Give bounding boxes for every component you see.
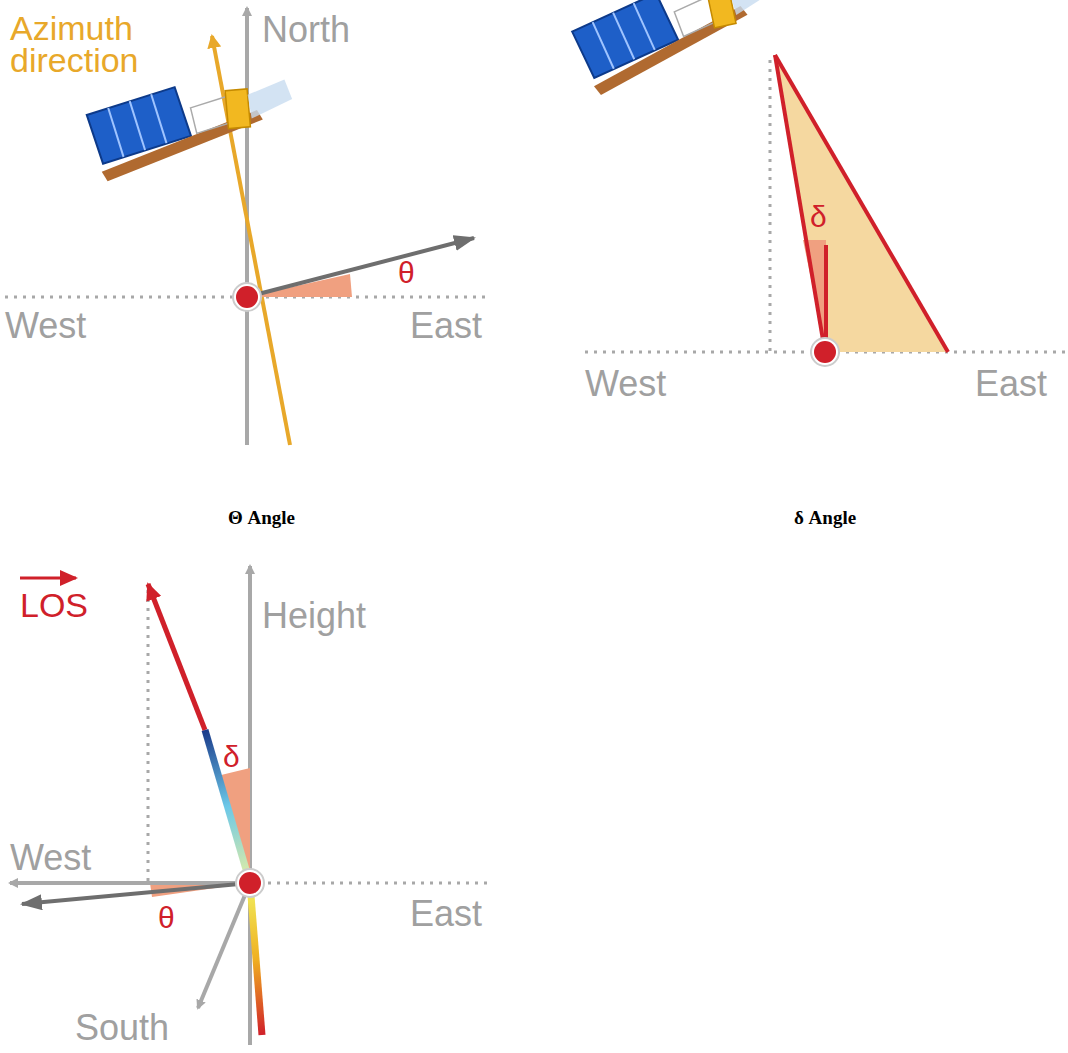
axis-label: West [585,366,666,402]
axis-label: West [10,840,91,876]
axis-label: LOS [20,588,88,622]
axis-label: θ [398,258,415,288]
axis-label: θ [158,903,175,933]
axis-label: North [262,12,350,48]
panel-caption: Θ Angle [228,508,295,527]
axis-label: Azimuth direction [10,12,170,77]
axis-label: δ [223,742,240,772]
panel-caption: δ Angle [794,508,856,527]
axis-label: South [75,1010,169,1046]
axis-label: Height [262,598,366,634]
axis-label: East [410,308,482,344]
axis-label: δ [810,202,827,232]
axis-label: East [975,366,1047,402]
axis-label: West [5,308,86,344]
axis-label: East [410,896,482,932]
